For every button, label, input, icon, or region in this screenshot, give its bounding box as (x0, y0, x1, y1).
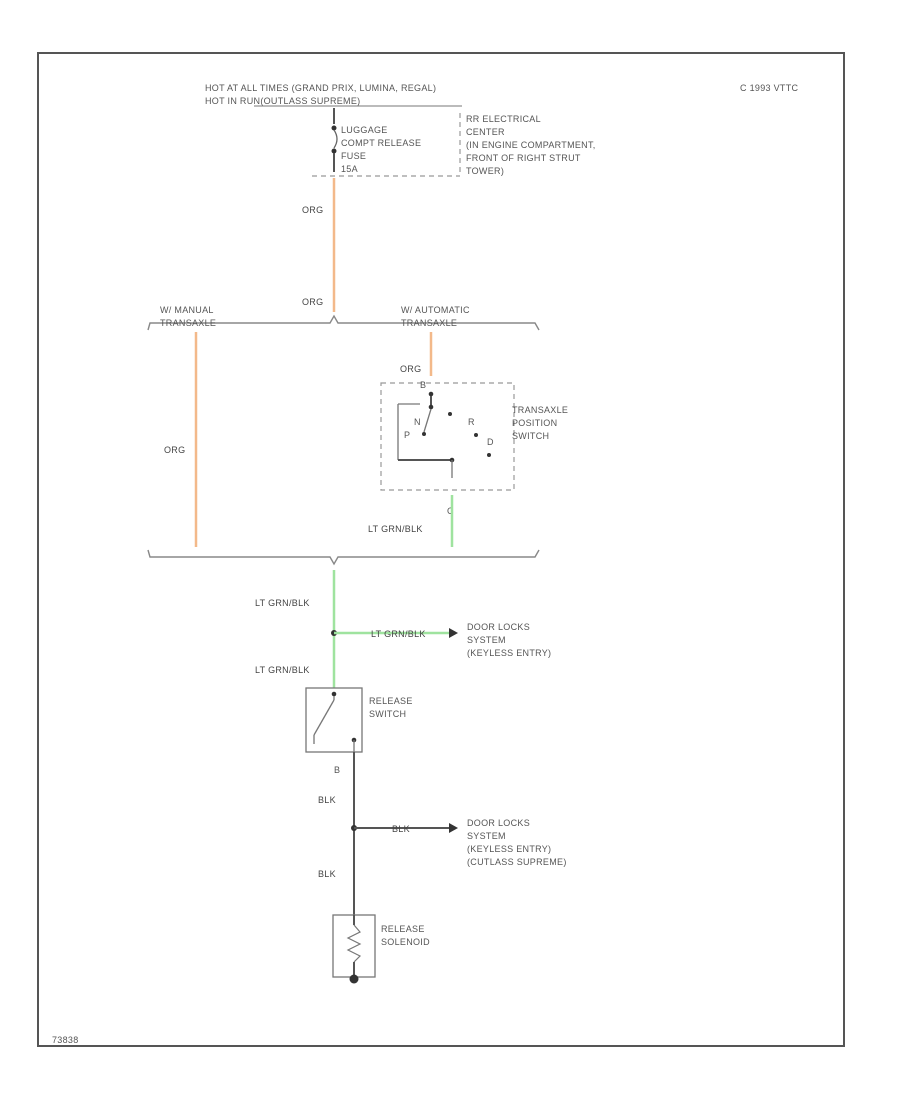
wire-label-blk-branch: BLK (392, 824, 410, 834)
release-switch-pin-b: B (334, 765, 340, 775)
wire-label-org-lower: ORG (302, 297, 323, 307)
release-switch-label-2: SWITCH (369, 709, 406, 719)
release-solenoid-label-2: SOLENOID (381, 937, 430, 947)
power-source-label-2: HOT IN RUN(OUTLASS SUPREME) (205, 96, 360, 106)
tps-pin-c: C (447, 506, 454, 516)
arrow-door-locks-1-icon (449, 628, 458, 638)
ground-point-icon (349, 974, 359, 984)
fuse-label-3: FUSE (341, 151, 366, 161)
door-locks-1-label-1: DOOR LOCKS (467, 622, 530, 632)
diagram-code-label: 73838 (52, 1035, 79, 1045)
release-switch-box (305, 687, 363, 753)
release-solenoid-label-1: RELEASE (381, 924, 425, 934)
wire-label-ltgrn-2: LT GRN/BLK (255, 665, 310, 675)
fuse-label-1: LUGGAGE (341, 125, 388, 135)
electrical-center-label-3: (IN ENGINE COMPARTMENT, (466, 140, 596, 150)
wire-label-org-manual: ORG (164, 445, 185, 455)
release-solenoid (346, 915, 362, 977)
automatic-transaxle-label-1: W/ AUTOMATIC (401, 305, 470, 315)
door-locks-2-label-4: (CUTLASS SUPREME) (467, 857, 567, 867)
wire-label-ltgrn-tps: LT GRN/BLK (368, 524, 423, 534)
manual-transaxle-label-1: W/ MANUAL (160, 305, 214, 315)
door-locks-2-label-3: (KEYLESS ENTRY) (467, 844, 551, 854)
electrical-center-label-1: RR ELECTRICAL (466, 114, 541, 124)
option-bracket-lower (147, 549, 540, 566)
door-locks-2-label-1: DOOR LOCKS (467, 818, 530, 828)
door-locks-1-label-3: (KEYLESS ENTRY) (467, 648, 551, 658)
wire-label-org-tps: ORG (400, 364, 421, 374)
door-locks-2-label-2: SYSTEM (467, 831, 506, 841)
wire-label-blk-1: BLK (318, 795, 336, 805)
electrical-center-label-2: CENTER (466, 127, 505, 137)
arrow-door-locks-2-icon (449, 823, 458, 833)
wire-label-ltgrn-branch: LT GRN/BLK (371, 629, 426, 639)
tps-position-p: P (404, 430, 410, 440)
fuse-label-4: 15A (341, 164, 358, 174)
fuse-label-2: COMPT RELEASE (341, 138, 421, 148)
tps-label-1: TRANSAXLE (512, 405, 568, 415)
tps-position-n: N (414, 417, 421, 427)
automatic-transaxle-label-2: TRANSAXLE (401, 318, 457, 328)
transaxle-position-switch (397, 391, 491, 478)
option-bracket-upper (147, 314, 540, 331)
door-locks-1-label-2: SYSTEM (467, 635, 506, 645)
tps-label-2: POSITION (512, 418, 557, 428)
tps-pin-b: B (420, 380, 426, 390)
transaxle-position-switch-box (380, 382, 515, 491)
manual-transaxle-label-2: TRANSAXLE (160, 318, 216, 328)
copyright-label: C 1993 VTTC (740, 83, 799, 93)
tps-position-r: R (468, 417, 475, 427)
release-switch-label-1: RELEASE (369, 696, 413, 706)
wire-label-ltgrn-1: LT GRN/BLK (255, 598, 310, 608)
release-switch (313, 691, 357, 752)
electrical-center-label-4: FRONT OF RIGHT STRUT (466, 153, 581, 163)
luggage-fuse (331, 108, 338, 172)
wire-label-blk-2: BLK (318, 869, 336, 879)
diagram-frame (37, 52, 845, 1047)
electrical-center-label-5: TOWER) (466, 166, 504, 176)
wire-label-org-upper: ORG (302, 205, 323, 215)
power-source-label-1: HOT AT ALL TIMES (GRAND PRIX, LUMINA, RE… (205, 83, 436, 93)
tps-position-d: D (487, 437, 494, 447)
tps-label-3: SWITCH (512, 431, 549, 441)
